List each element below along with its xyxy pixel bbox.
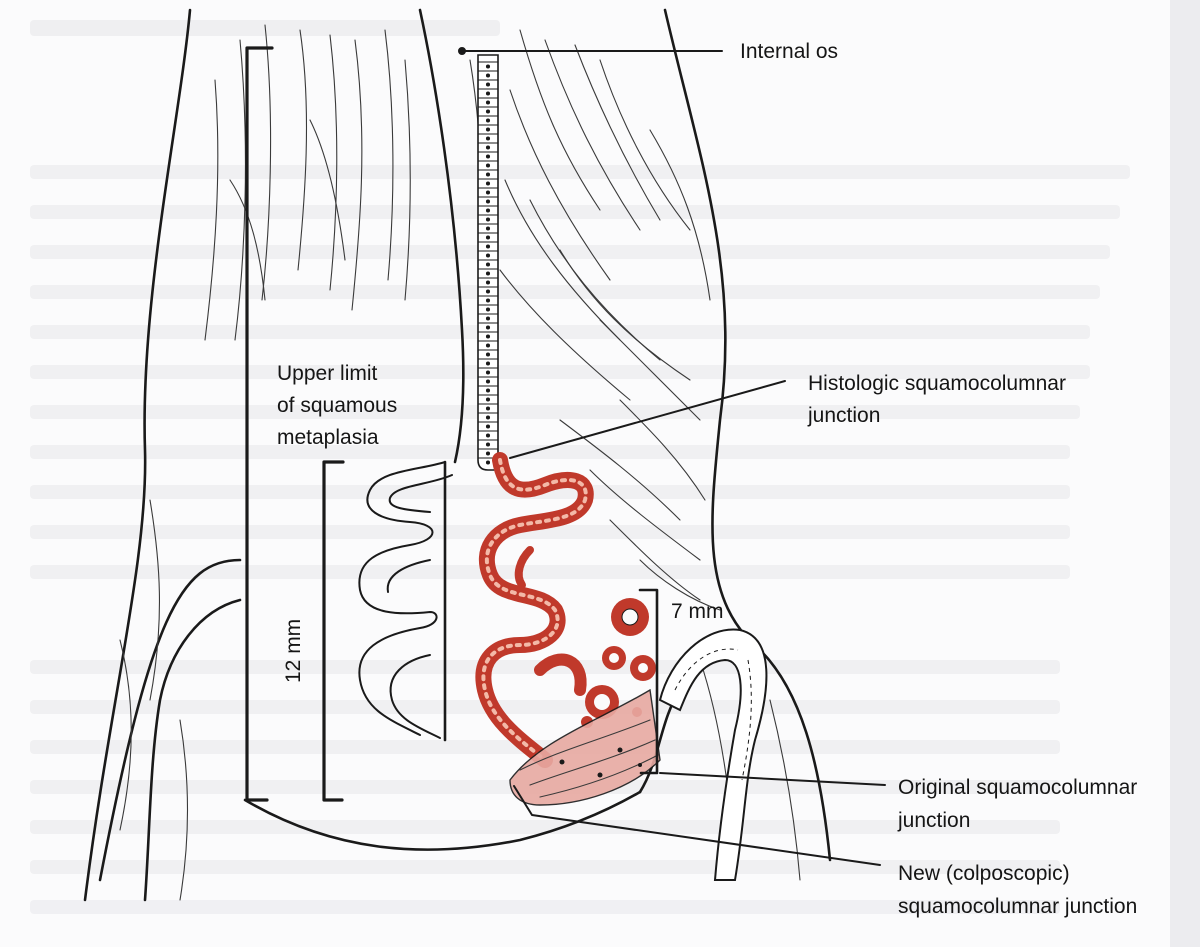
label-12mm: 12 mm (282, 619, 305, 683)
label-new-line1: New (colposcopic) (898, 862, 1070, 885)
label-original-line2: junction (897, 809, 970, 832)
endocervical-epithelium (478, 55, 498, 470)
label-upper-limit-line2: of squamous (277, 394, 397, 417)
label-7mm: 7 mm (671, 600, 724, 623)
label-histologic-line1: Histologic squamocolumnar (808, 372, 1066, 395)
page-shadow-right (1170, 0, 1200, 947)
label-histologic-line2: junction (807, 404, 880, 427)
label-new-line2: squamocolumnar junction (898, 895, 1137, 918)
label-upper-limit-line1: Upper limit (277, 362, 378, 385)
label-original-line1: Original squamocolumnar (898, 776, 1137, 799)
label-internal-os: Internal os (740, 40, 838, 63)
label-upper-limit-line3: metaplasia (277, 426, 379, 449)
